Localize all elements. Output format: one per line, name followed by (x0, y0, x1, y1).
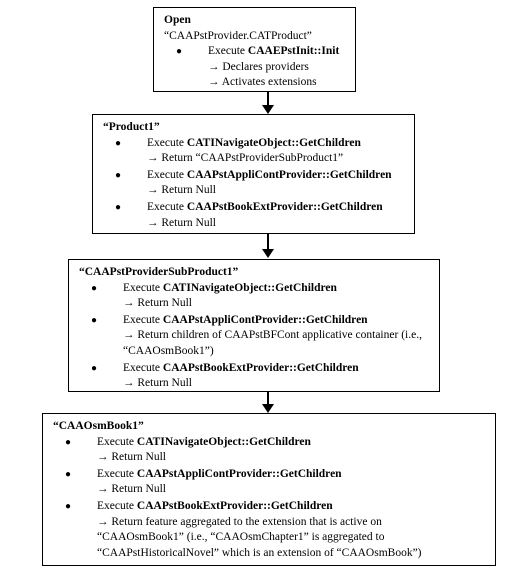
method-result: “CAAOsmBook1”) (123, 344, 214, 357)
method-name: CAAPstAppliContProvider::GetChildren (162, 313, 368, 326)
bullet-icon: ● (115, 201, 122, 213)
method-item: ● Execute CAAPstAppliContProvider::GetCh… (79, 313, 433, 360)
bullet-icon: ● (91, 362, 98, 374)
method-result: → Return Null (97, 483, 166, 496)
method-result: → Return feature aggregated to the exten… (97, 515, 382, 528)
method-name: CAAPstBookExtProvider::GetChildren (162, 361, 359, 374)
box-title: “CAAOsmBook1” (53, 420, 144, 432)
bullet-icon: ● (65, 436, 72, 448)
method-item: ● Execute CATINavigateObject::GetChildre… (53, 435, 489, 466)
method-result: → Return Null (147, 184, 216, 197)
method-result: → Return Null (97, 451, 166, 464)
flow-arrow (262, 234, 274, 258)
method-result: → Return Null (147, 216, 216, 229)
method-item: ● Execute CAAPstBookExtProvider::GetChil… (53, 499, 489, 561)
method-name: CAAPstBookExtProvider::GetChildren (136, 499, 333, 512)
method-result: “CAAPstHistoricalNovel” which is an exte… (97, 546, 422, 559)
bullet-icon: ● (65, 468, 72, 480)
method-list: ● Execute CATINavigateObject::GetChildre… (79, 281, 433, 392)
method-result: → Return Null (123, 377, 192, 390)
method-list: ● Execute CATINavigateObject::GetChildre… (53, 435, 489, 562)
flow-arrow (262, 92, 274, 114)
method-name: CATINavigateObject::GetChildren (186, 136, 361, 149)
method-item: ● Execute CAAPstBookExtProvider::GetChil… (79, 361, 433, 392)
step-box-product1: “Product1” ● Execute CATINavigateObject:… (92, 114, 415, 234)
method-result: “CAAOsmBook1” (i.e., “CAAOsmChapter1” is… (97, 531, 385, 544)
step-box-open: Open “CAAPstProvider.CATProduct” ● Execu… (153, 7, 356, 92)
method-result: → Return children of CAAPstBFCont applic… (123, 329, 422, 342)
method-item: ● Execute CAAPstBookExtProvider::GetChil… (103, 200, 408, 231)
method-item: ● Execute CAAEPstInit::Init → Declares p… (164, 44, 349, 91)
bullet-icon: ● (91, 282, 98, 294)
method-result: → Declares providers (208, 60, 309, 73)
method-name: CAAPstAppliContProvider::GetChildren (186, 168, 392, 181)
method-name: CATINavigateObject::GetChildren (136, 435, 311, 448)
method-item: ● Execute CAAPstAppliContProvider::GetCh… (103, 168, 408, 199)
method-result: → Return “CAAPstProviderSubProduct1” (147, 152, 344, 165)
flow-arrow (262, 392, 274, 413)
method-result: → Activates extensions (208, 76, 317, 89)
method-item: ● Execute CATINavigateObject::GetChildre… (79, 281, 433, 312)
method-name: CAAEPstInit::Init (247, 45, 340, 58)
method-list: ● Execute CAAEPstInit::Init → Declares p… (164, 44, 349, 91)
step-box-osmbook1: “CAAOsmBook1” ● Execute CATINavigateObje… (42, 413, 496, 566)
box-subtitle: “CAAPstProvider.CATProduct” (164, 29, 312, 42)
bullet-icon: ● (65, 500, 72, 512)
bullet-icon: ● (115, 137, 122, 149)
method-item: ● Execute CAAPstAppliContProvider::GetCh… (53, 467, 489, 498)
bullet-icon: ● (176, 46, 183, 58)
step-box-subproduct1: “CAAPstProviderSubProduct1” ● Execute CA… (68, 259, 440, 392)
box-title: “Product1” (103, 121, 160, 133)
method-result: → Return Null (123, 297, 192, 310)
method-item: ● Execute CATINavigateObject::GetChildre… (103, 136, 408, 167)
method-name: CAAPstAppliContProvider::GetChildren (136, 467, 342, 480)
method-name: CAAPstBookExtProvider::GetChildren (186, 200, 383, 213)
box-title: “CAAPstProviderSubProduct1” (79, 266, 239, 278)
method-name: CATINavigateObject::GetChildren (162, 281, 337, 294)
method-list: ● Execute CATINavigateObject::GetChildre… (103, 136, 408, 232)
bullet-icon: ● (115, 169, 122, 181)
box-title: Open (164, 14, 191, 26)
bullet-icon: ● (91, 314, 98, 326)
